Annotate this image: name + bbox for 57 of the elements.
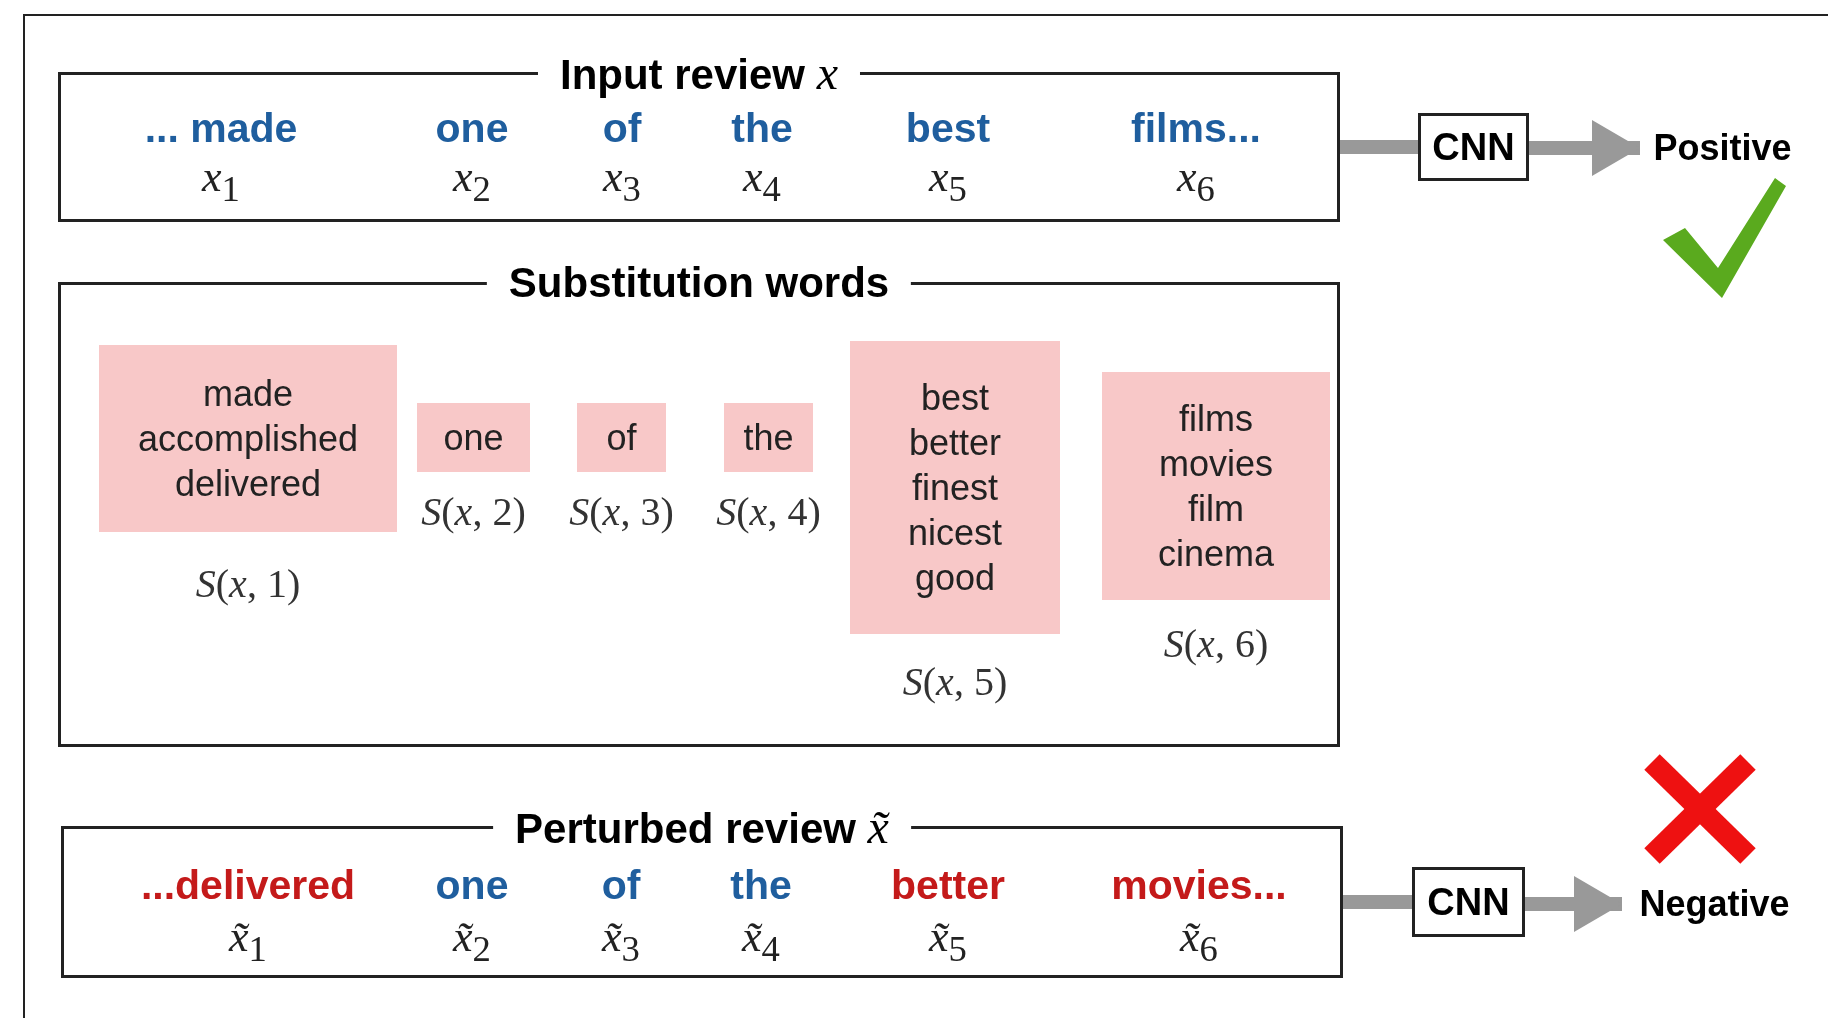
review-word: ...delivered bbox=[140, 862, 356, 908]
substitution-word: films bbox=[1179, 397, 1253, 441]
word-index: x$_{5}$ bbox=[929, 153, 967, 211]
substitution-word: the bbox=[743, 416, 794, 460]
word-index: x̃$_{3}$ bbox=[602, 913, 640, 971]
review-word: of bbox=[602, 105, 642, 151]
substitution-word: finest bbox=[911, 466, 998, 510]
review-word: the bbox=[731, 105, 793, 151]
model-box: CNN bbox=[1418, 113, 1529, 181]
substitution-word: cinema bbox=[1157, 532, 1275, 576]
arrow bbox=[1529, 120, 1640, 176]
set-label: S(x, 2) bbox=[421, 490, 526, 534]
word-index: x$_{2}$ bbox=[453, 153, 491, 211]
word-index: x̃$_{6}$ bbox=[1180, 913, 1218, 971]
review-word: of bbox=[601, 862, 641, 908]
review-word: ... made bbox=[144, 105, 298, 151]
review-word: one bbox=[435, 862, 509, 908]
substitution-word: movies bbox=[1159, 442, 1273, 486]
prediction-label: Positive bbox=[1640, 125, 1805, 171]
word-index: x$_{4}$ bbox=[743, 153, 781, 211]
word-index: x$_{3}$ bbox=[603, 153, 641, 211]
set-label: S(x, 4) bbox=[716, 490, 821, 534]
word-index: x̃$_{5}$ bbox=[929, 913, 967, 971]
review-word: better bbox=[891, 862, 1005, 908]
substitution-box bbox=[99, 345, 397, 532]
review-word: one bbox=[435, 105, 509, 151]
substitution-word: of bbox=[606, 416, 637, 460]
substitution-word: made bbox=[202, 372, 294, 416]
word-index: x$_{6}$ bbox=[1177, 153, 1215, 211]
review-word: films... bbox=[1131, 105, 1261, 151]
review-word: the bbox=[730, 862, 792, 908]
word-index: x$_{1}$ bbox=[202, 153, 240, 211]
substitution-box bbox=[1102, 372, 1330, 600]
substitution-word: delivered bbox=[174, 462, 322, 506]
substitution-box bbox=[577, 403, 666, 472]
substitution-word: best bbox=[920, 376, 989, 420]
set-label: S(x, 3) bbox=[569, 490, 674, 534]
substitution-box bbox=[417, 403, 530, 472]
substitution-word: better bbox=[908, 421, 1002, 465]
substitution-word: nicest bbox=[907, 511, 1002, 555]
prediction-label: Negative bbox=[1622, 881, 1807, 927]
substitution-word: one bbox=[443, 416, 504, 460]
word-index: x̃$_{4}$ bbox=[742, 913, 780, 971]
arrow bbox=[1525, 876, 1622, 932]
review-word: best bbox=[905, 105, 991, 151]
model-box: CNN bbox=[1412, 867, 1525, 937]
substitution-word: film bbox=[1188, 487, 1244, 531]
set-label: S(x, 5) bbox=[902, 660, 1008, 704]
substitution-box bbox=[724, 403, 813, 472]
set-label: S(x, 6) bbox=[1163, 622, 1269, 666]
substitution-box bbox=[850, 341, 1060, 634]
word-index: x̃$_{2}$ bbox=[453, 913, 491, 971]
set-label: S(x, 1) bbox=[195, 562, 301, 606]
substitution-word: accomplished bbox=[137, 417, 359, 461]
review-word: movies... bbox=[1111, 862, 1287, 908]
substitution-word: good bbox=[914, 556, 996, 600]
word-index: x̃$_{1}$ bbox=[229, 913, 267, 971]
